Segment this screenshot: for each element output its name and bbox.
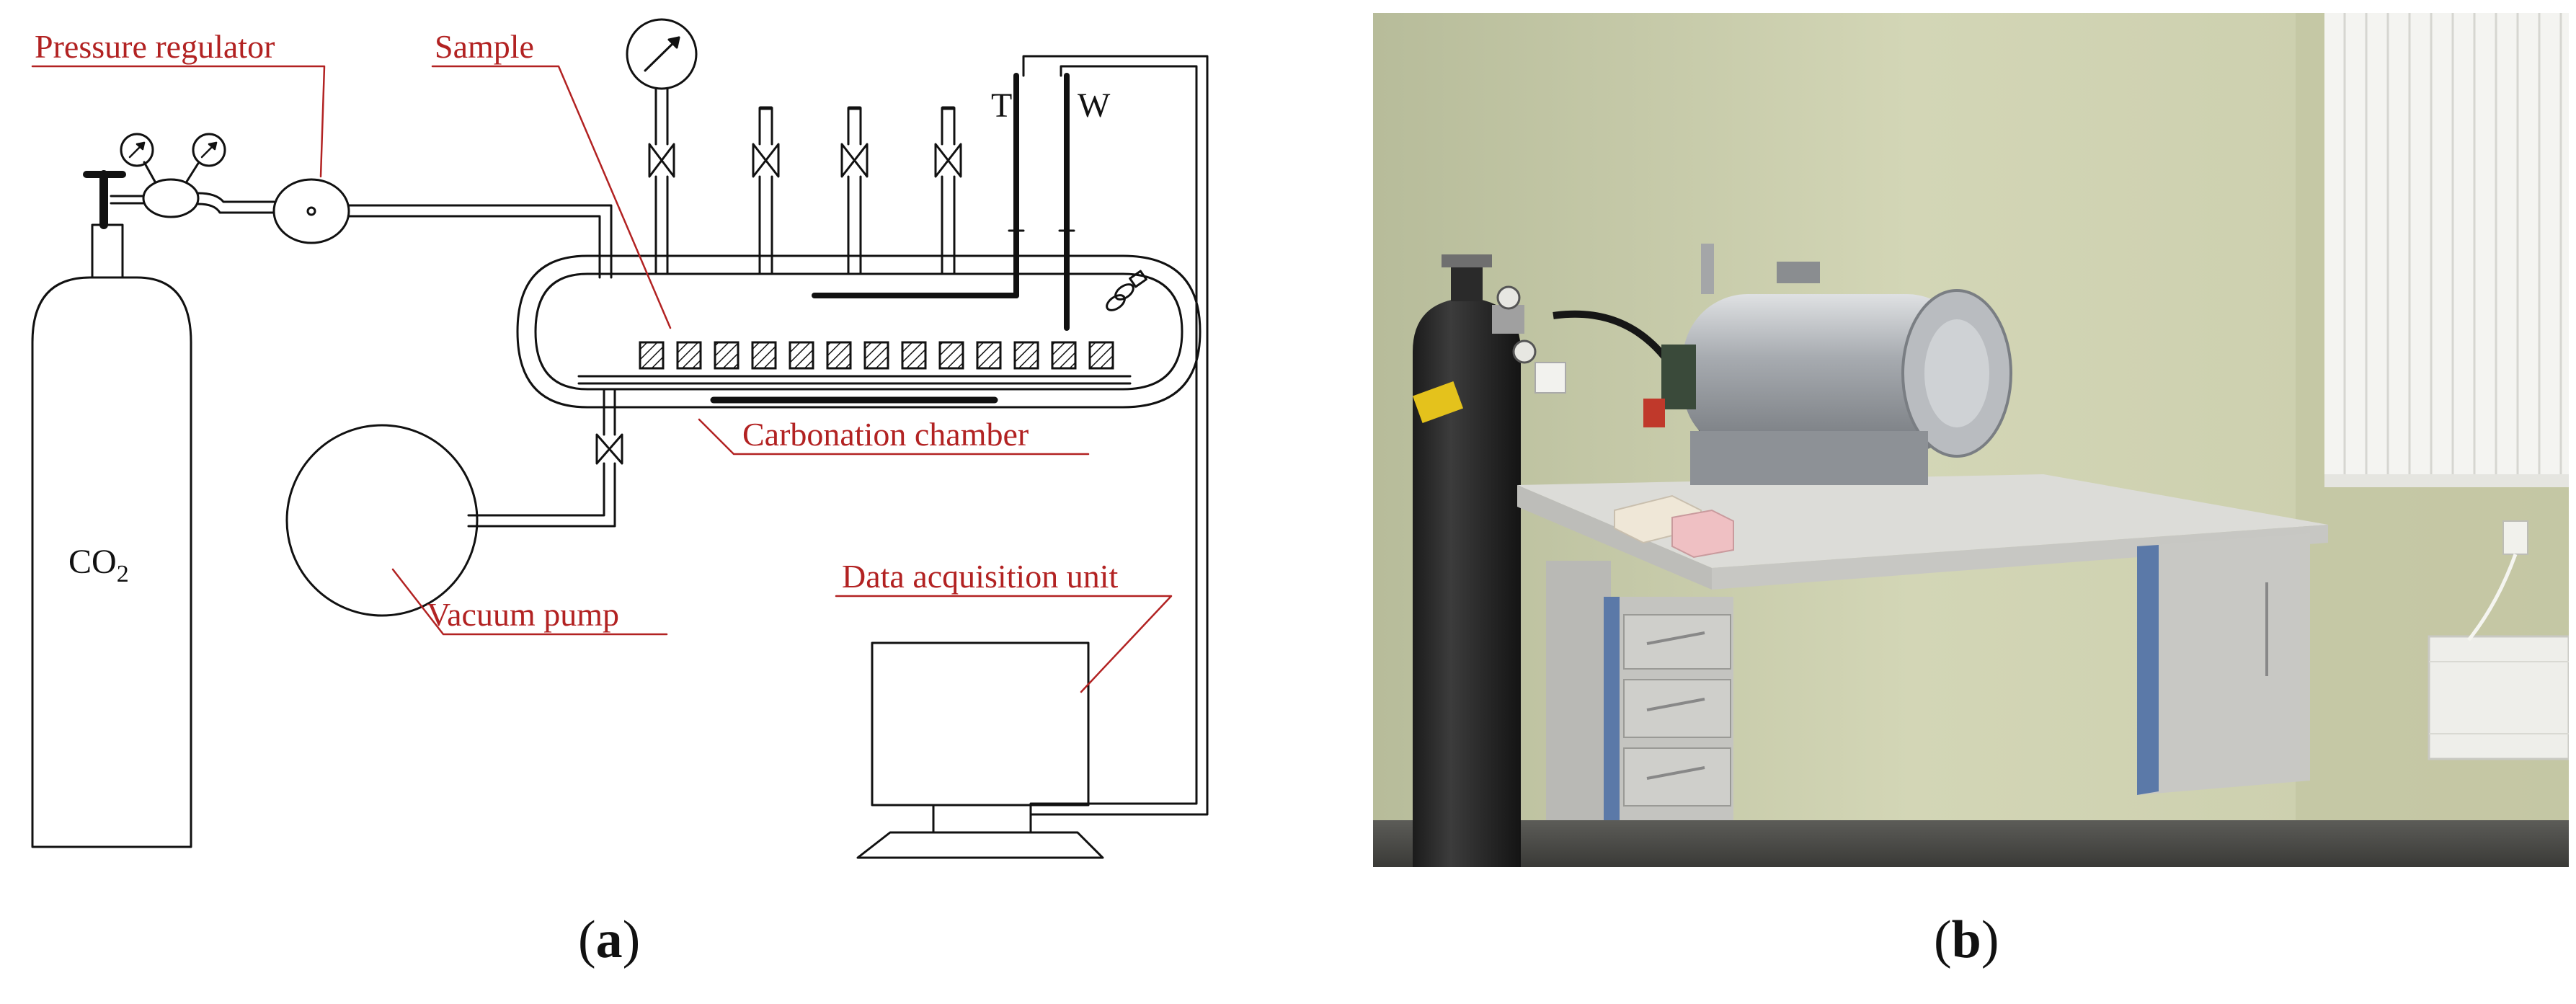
label-sample: Sample (435, 28, 534, 65)
label-w-sensor: W (1078, 86, 1111, 125)
co2-main: CO (68, 543, 117, 581)
caption-a-letter: a (595, 910, 623, 969)
data-cable (1022, 55, 1209, 816)
label-vacuum-pump: Vacuum pump (427, 596, 619, 633)
vacuum-pump (285, 424, 479, 617)
label-carbonation-chamber: Carbonation chamber (742, 416, 1029, 453)
co2-subscript: 2 (117, 561, 129, 587)
valve-gauge-line (648, 143, 675, 178)
label-leaders (31, 65, 1173, 693)
pipe-to-pressure-regulator (197, 192, 275, 214)
caption-panel-b: (b) (1934, 910, 1999, 971)
sample-boxes (1614, 494, 1734, 559)
caption-a-open: ( (578, 910, 596, 969)
pipe-chamber-to-vacuum-pump (467, 388, 623, 528)
carbonation-chamber (516, 254, 1202, 409)
leader-carbonation-chamber (698, 418, 1090, 456)
leader-vacuum-pump (391, 568, 668, 636)
data-acquisition-unit (856, 641, 1104, 859)
steel-carbonation-chamber (1643, 244, 2012, 485)
caption-b-close: ) (1981, 910, 1999, 969)
valve-port-2 (840, 106, 869, 275)
pipe-regulator-to-chamber (347, 204, 613, 279)
lab-photograph (1373, 13, 2569, 867)
temperature-sensor (812, 73, 1025, 298)
regulator-gauge-needles (128, 141, 218, 159)
wall-socket (1535, 362, 1566, 394)
co2-cylinder (31, 170, 192, 848)
fan-icon (1106, 270, 1147, 311)
humidity-sensor (1058, 73, 1075, 331)
leader-sample (431, 65, 672, 329)
label-co2: CO2 (68, 543, 129, 587)
caption-b-letter: b (1951, 910, 1981, 969)
wall-radiator (2428, 520, 2569, 760)
label-pressure-regulator: Pressure regulator (35, 28, 275, 65)
gas-cylinder (1412, 254, 1537, 867)
valve-port-3 (934, 106, 962, 275)
caption-a-close: ) (622, 910, 641, 969)
leader-data-acquisition-unit (835, 595, 1173, 693)
valve-port-1 (752, 106, 780, 275)
leader-pressure-regulator (31, 65, 326, 178)
chamber-pressure-gauge (626, 18, 698, 275)
cylinder-regulator (110, 133, 226, 218)
caption-panel-a: (a) (578, 910, 640, 971)
label-data-acquisition-unit: Data acquisition unit (842, 558, 1118, 595)
window-blinds (2324, 13, 2569, 487)
sample-blocks (639, 341, 1114, 370)
caption-b-open: ( (1934, 910, 1952, 969)
pressure-regulator (272, 178, 350, 244)
label-t-sensor: T (991, 86, 1012, 125)
schematic-diagram: Pressure regulator Sample Carbonation ch… (31, 18, 1209, 859)
floor (1373, 820, 2569, 867)
